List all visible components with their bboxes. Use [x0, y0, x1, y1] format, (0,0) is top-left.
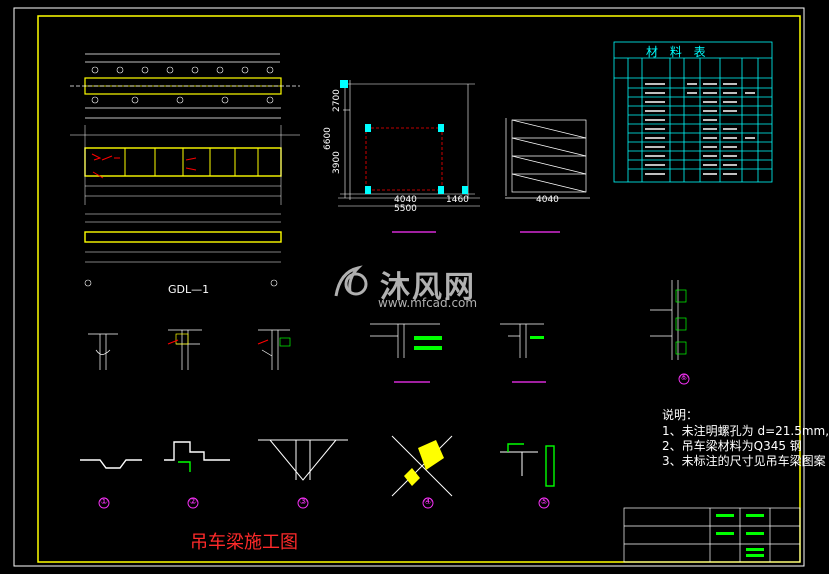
notes-line-1: 1、未注明螺孔为 d=21.5mm,	[662, 424, 829, 438]
detail-mark-3: ③	[299, 497, 308, 507]
elev-dim-4040: 4040	[536, 195, 559, 205]
detail-mark-2: ②	[189, 497, 198, 507]
detail-mark-1: ①	[100, 497, 109, 507]
section-red-marks	[167, 339, 269, 345]
plan-dim-4040: 4040	[394, 195, 417, 205]
detail-markers	[98, 373, 690, 509]
detail-6	[650, 280, 687, 360]
material-table-cells	[645, 83, 755, 175]
title-block	[623, 507, 801, 563]
beam-label: GDL—1	[168, 283, 210, 296]
watermark-logo-icon	[334, 265, 368, 297]
frame-plan	[338, 80, 480, 207]
beam-elevation	[70, 125, 300, 205]
material-table	[613, 41, 773, 183]
title-block-marks	[716, 514, 764, 557]
watermark-url: www.mfcad.com	[378, 296, 478, 310]
plan-dim-6600: 6600	[323, 127, 333, 150]
plan-dim-2700: 2700	[332, 89, 342, 112]
beam-red-dimensions	[91, 153, 197, 179]
beam-top-view	[70, 53, 300, 119]
bottom-details-green	[178, 443, 555, 487]
notes-line-3: 3、未标注的尺寸见吊车梁图案	[662, 454, 826, 468]
frame-plan-columns	[340, 80, 468, 194]
plan-dim-1460: 1460	[446, 195, 469, 205]
section-green-bars	[414, 336, 544, 350]
outer-border	[13, 7, 805, 567]
watermark-text: 沐风网	[380, 270, 476, 305]
material-table-title: 材 料 表	[646, 45, 710, 59]
drawing-title: 吊车梁施工图	[190, 532, 298, 553]
detail-mark-5: ⑤	[540, 497, 549, 507]
notes-line-2: 2、吊车梁材料为Q345 钢	[662, 439, 802, 453]
beam-bottom-view	[84, 213, 282, 287]
detail-mark-4: ④	[424, 497, 433, 507]
section-details-row1	[88, 323, 544, 370]
inner-frame	[37, 15, 801, 563]
side-elevation	[505, 118, 590, 199]
plan-dim-3900: 3900	[332, 151, 342, 174]
detail-mark-6: ⑥	[680, 373, 689, 383]
notes-heading: 说明：	[662, 408, 699, 422]
plan-dim-total: 5500	[394, 204, 417, 214]
bottom-details	[80, 435, 538, 497]
beam-top-bolt-circles	[91, 66, 274, 104]
detail-4-yellow	[404, 440, 444, 486]
